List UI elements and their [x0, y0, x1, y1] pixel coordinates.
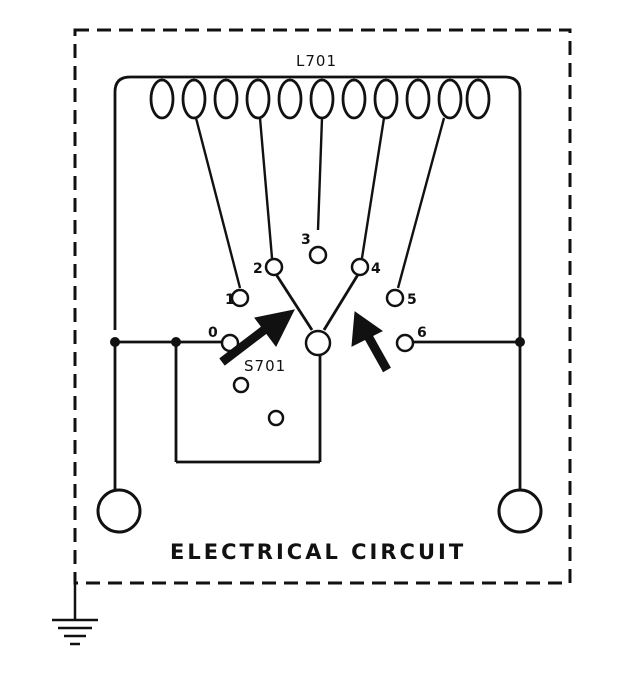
coil-label: L701: [296, 52, 337, 70]
contact-label-1: 1: [225, 292, 235, 308]
contact-5: [385, 288, 405, 308]
switch-label: S701: [244, 357, 286, 375]
arrow-icon: [351, 311, 391, 373]
switch-rotor: [304, 329, 332, 357]
contact-3: [308, 245, 328, 265]
contact-label-4: 4: [371, 261, 381, 277]
contact-label-2: 2: [253, 261, 263, 277]
terminal-right: [497, 488, 543, 534]
contact-label-0: 0: [208, 325, 218, 341]
contact-2: [264, 257, 284, 277]
contact-4: [350, 257, 370, 277]
coil-l701: [113, 75, 522, 340]
dashed-enclosure: [73, 28, 572, 585]
terminal-left: [96, 488, 142, 534]
junction-dot: [110, 337, 120, 347]
diagram-title: ELECTRICAL CIRCUIT: [170, 540, 466, 564]
junction-dot: [171, 337, 181, 347]
contact-extra: [267, 409, 285, 427]
contact-label-5: 5: [407, 292, 417, 308]
switch-contacts: [220, 245, 415, 427]
contact-1: [230, 288, 250, 308]
contact-extra: [232, 376, 250, 394]
coil-taps: [194, 117, 446, 289]
contact-6: [395, 333, 415, 353]
junction-dot: [515, 337, 525, 347]
ground-icon: [52, 583, 98, 646]
contact-label-6: 6: [417, 325, 427, 341]
contact-label-3: 3: [301, 232, 311, 248]
arrow-icon: [219, 309, 295, 366]
circuit-wiring: [113, 267, 522, 490]
